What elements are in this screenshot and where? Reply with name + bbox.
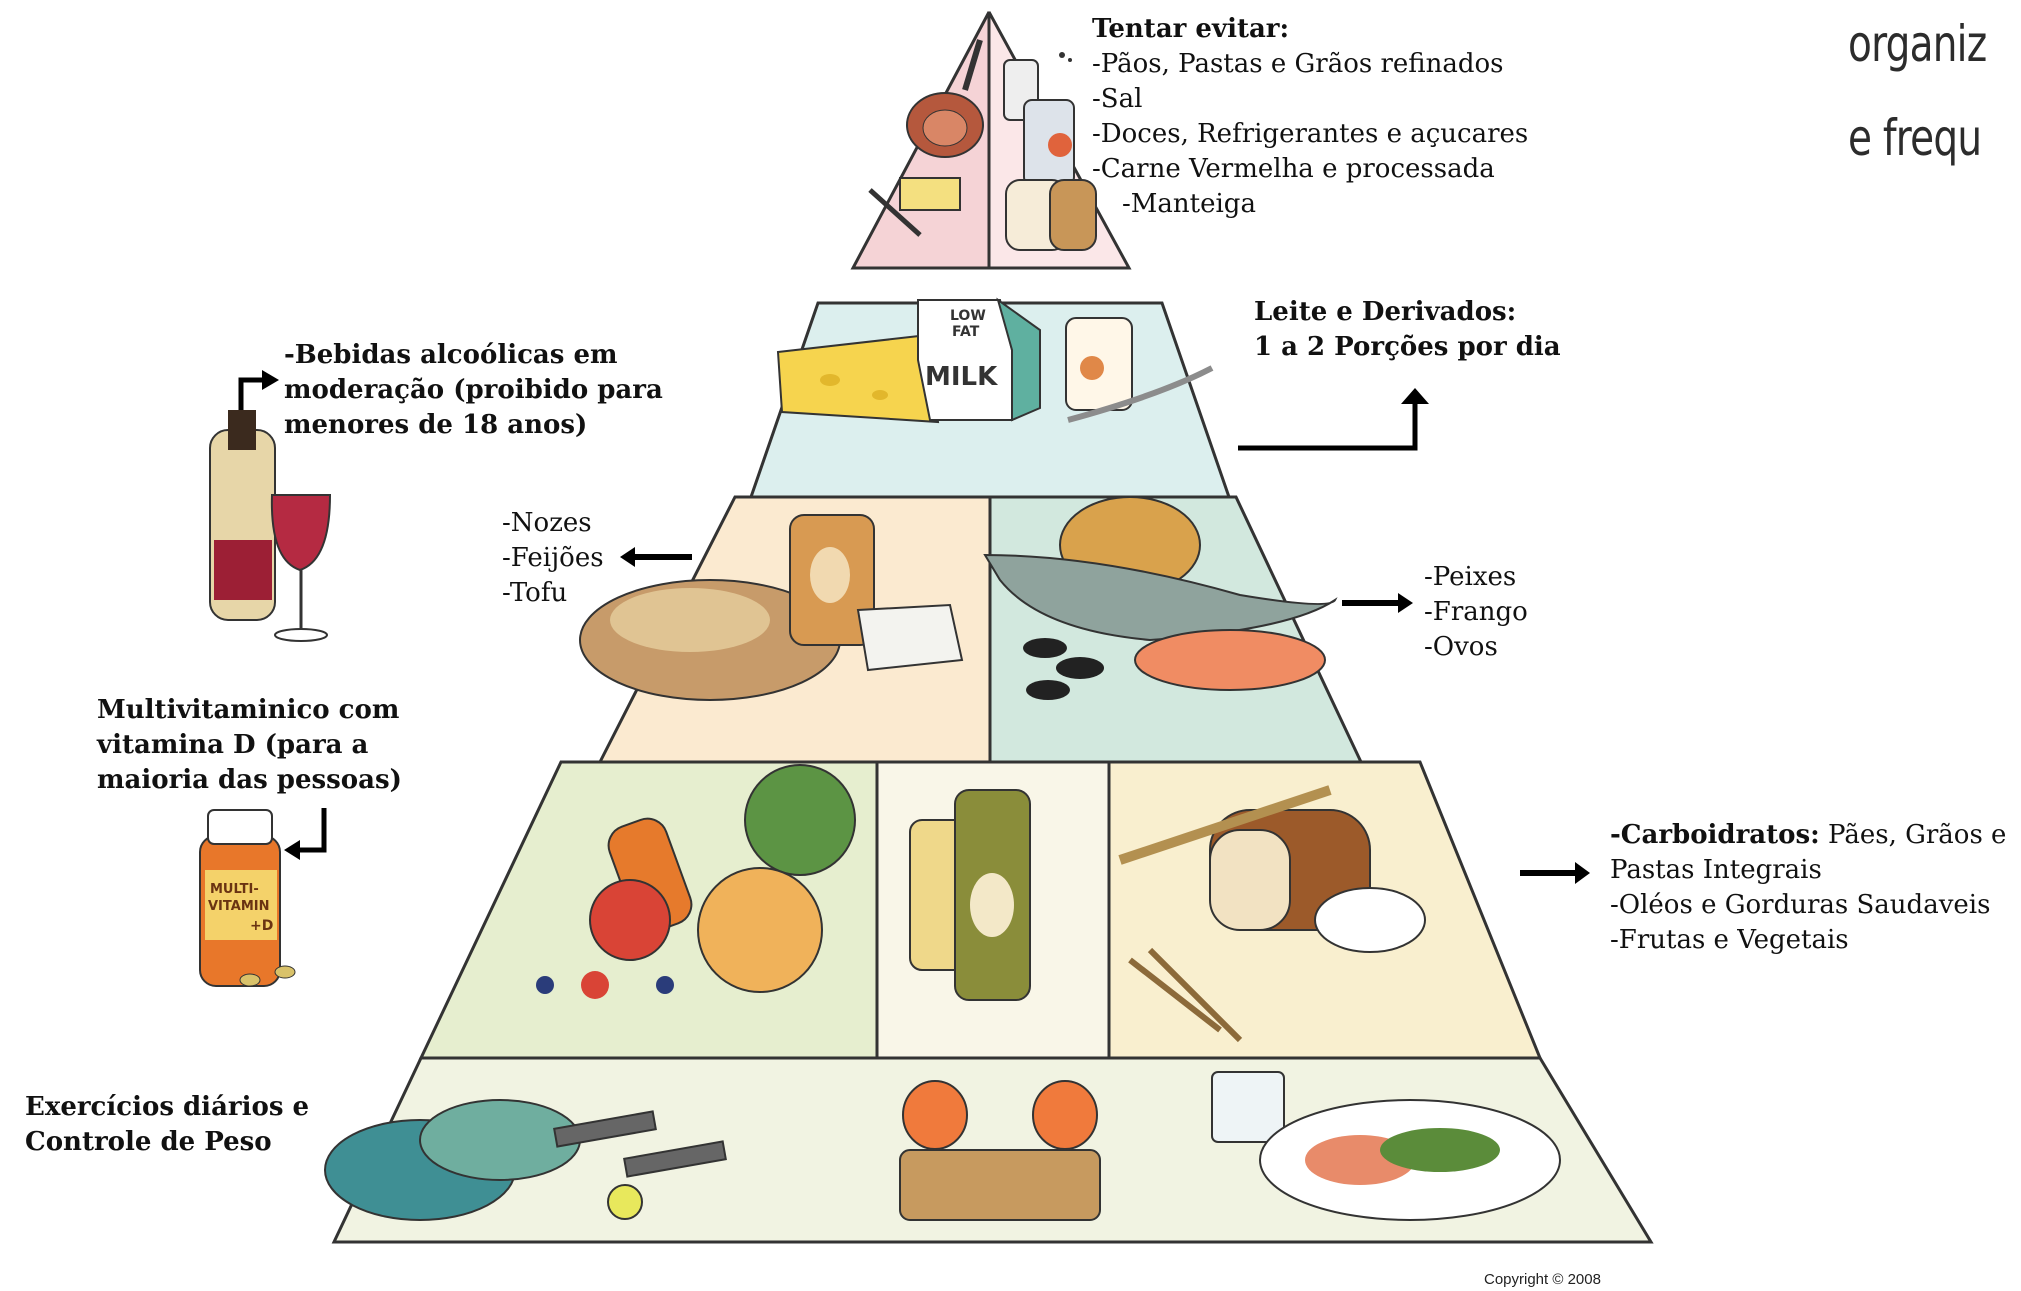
arrow-alcohol xyxy=(238,370,279,410)
label-avoid-item: -Doces, Refrigerantes e açucares xyxy=(1092,119,1529,149)
copyright-notice: Copyright © 2008 xyxy=(1484,1271,1601,1288)
label-avoid-title: Tentar evitar: xyxy=(1092,14,1290,44)
tofu-illustration xyxy=(856,603,964,672)
label-carbohydrates: -Carboidratos: xyxy=(1610,820,1820,850)
oil-bottles-illustration xyxy=(909,789,1031,1001)
milk-carton-illustration: LOW FAT MILK xyxy=(917,297,1041,422)
scale-with-feet-illustration xyxy=(899,1080,1101,1221)
label-alcohol: -Bebidas alcoólicas em moderação (proibi… xyxy=(284,338,663,443)
label-base-foods-line: -Frutas e Vegetais xyxy=(1610,925,1849,955)
milk-carton-text-low: LOW xyxy=(950,308,986,324)
wheat-bundle-illustration xyxy=(1118,785,1332,1043)
wine-illustration xyxy=(209,410,332,642)
label-protein-left-item: -Tofu xyxy=(502,578,568,608)
cropped-heading-line-1: organiz xyxy=(1848,15,1987,73)
bread-loaf-illustration xyxy=(1209,809,1426,953)
label-protein-left: -Nozes -Feijões -Tofu xyxy=(502,506,604,611)
vitamin-bottle-text-vitamin: VITAMIN xyxy=(208,899,269,914)
dumbbells-illustration xyxy=(553,1110,727,1178)
label-carbohydrates-detail: Pães, Grãos e xyxy=(1819,820,2007,850)
vegetables-illustration xyxy=(536,764,856,999)
fish-illustration xyxy=(983,553,1338,642)
label-protein-left-item: -Nozes xyxy=(502,508,592,538)
label-avoid-item: -Sal xyxy=(1092,84,1143,114)
label-protein-right-item: -Peixes xyxy=(1424,562,1517,592)
label-vitamin-line: Multivitaminico com xyxy=(97,695,400,725)
arrow-vitamin xyxy=(284,808,327,860)
label-alcohol-line: moderação (proibido para xyxy=(284,375,663,405)
label-dairy-title: Leite e Derivados: xyxy=(1254,297,1517,327)
milk-carton-text-milk: MILK xyxy=(925,362,998,392)
label-vitamin-line: maioria das pessoas) xyxy=(97,765,402,795)
label-protein-left-item: -Feijões xyxy=(502,543,604,573)
cropped-heading-line-2: e frequ xyxy=(1848,109,1982,167)
label-avoid-item: -Carne Vermelha e processada xyxy=(1092,154,1495,184)
arrow-protein-right xyxy=(1342,593,1413,613)
salmon-fillet-illustration xyxy=(1134,629,1326,691)
label-exercise-line: Exercícios diários e xyxy=(25,1092,310,1122)
label-dairy: Leite e Derivados: 1 a 2 Porções por dia xyxy=(1254,295,1561,365)
label-alcohol-line: menores de 18 anos) xyxy=(284,410,588,440)
label-vitamin-line: vitamina D (para a xyxy=(97,730,369,760)
label-protein-right-item: -Ovos xyxy=(1424,632,1498,662)
label-dairy-subtitle: 1 a 2 Porções por dia xyxy=(1254,332,1561,362)
dinner-plate-illustration xyxy=(1211,1071,1561,1221)
vitamin-bottle-text-d: +D xyxy=(250,918,273,934)
arrow-base-foods xyxy=(1520,862,1590,884)
pyramid-tier-base xyxy=(324,1056,1654,1244)
vitamin-bottle-text-multi: MULTI- xyxy=(210,882,259,897)
label-avoid-item: -Pãos, Pastas e Grãos refinados xyxy=(1092,49,1504,79)
bread-slices-illustration xyxy=(1005,179,1097,251)
arrow-dairy xyxy=(1238,388,1429,451)
pyramid-tier-dairy: LOW FAT MILK xyxy=(748,297,1232,499)
arrow-protein-left xyxy=(620,547,692,567)
pyramid-tier-plants xyxy=(418,760,1543,1060)
vitamin-bottle-illustration: MULTI- VITAMIN +D xyxy=(199,809,296,987)
butter-illustration xyxy=(868,177,961,237)
label-exercise: Exercícios diários e Controle de Peso xyxy=(25,1090,309,1160)
peanut-butter-jar-illustration xyxy=(789,514,875,646)
mussels-illustration xyxy=(1023,638,1104,700)
ham-illustration xyxy=(906,39,984,158)
label-base-foods: -Carboidratos: Pães, Grãos e Pastas Inte… xyxy=(1610,818,2006,958)
pyramid-tier-top xyxy=(850,11,1132,270)
pyramid-tier-protein xyxy=(579,495,1364,764)
cheese-illustration xyxy=(776,333,940,424)
soda-can-illustration xyxy=(1023,99,1075,186)
nuts-pile-illustration xyxy=(579,579,841,701)
label-avoid: Tentar evitar: -Pãos, Pastas e Grãos ref… xyxy=(1092,12,1528,222)
yogurt-cup-illustration xyxy=(1065,317,1214,423)
label-base-foods-line: Pastas Integrais xyxy=(1610,855,1822,885)
label-protein-right-item: -Frango xyxy=(1424,597,1528,627)
label-avoid-item: -Manteiga xyxy=(1122,189,1256,219)
label-base-foods-line: -Carboidratos: Pães, Grãos e xyxy=(1610,818,2006,853)
label-alcohol-line: -Bebidas alcoólicas em xyxy=(284,340,618,370)
milk-carton-text-fat: FAT xyxy=(952,324,980,340)
label-base-foods-line: -Oléos e Gorduras Saudaveis xyxy=(1610,890,1991,920)
label-vitamin: Multivitaminico com vitamina D (para a m… xyxy=(97,693,402,798)
tennis-ball-illustration xyxy=(607,1184,643,1220)
label-protein-right: -Peixes -Frango -Ovos xyxy=(1424,560,1528,665)
label-exercise-line: Controle de Peso xyxy=(25,1127,272,1157)
